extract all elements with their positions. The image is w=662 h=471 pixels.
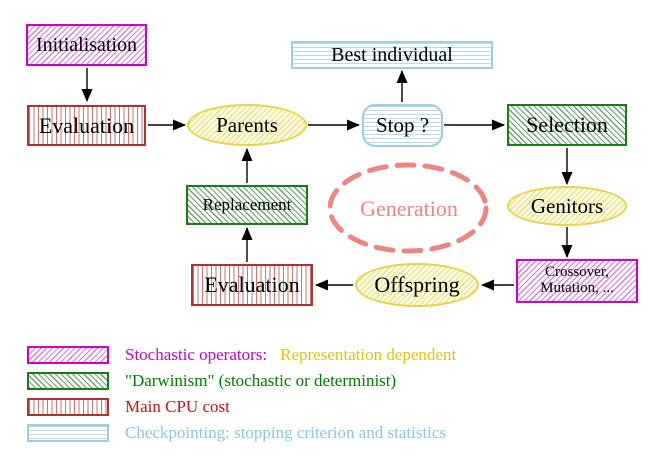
generation-label: Generation: [360, 196, 458, 221]
node-crossover-mutation: Crossover, Mutation, ...: [516, 259, 638, 303]
node-evaluation-top: Evaluation: [27, 105, 146, 146]
legend-label-representation: Representation dependent: [280, 345, 457, 364]
legend-label-darwinism: "Darwinism" (stochastic or determinist): [125, 371, 397, 390]
legend-row-checkpointing: Checkpointing: stopping criterion and st…: [27, 423, 447, 442]
legend-row-darwinism: "Darwinism" (stochastic or determinist): [27, 371, 397, 390]
crossover-mutation-label: Crossover, Mutation, ...: [540, 264, 614, 297]
legend-swatch-green-hatch: [27, 372, 109, 390]
node-best-individual: Best individual: [291, 41, 493, 69]
node-replacement: Replacement: [186, 185, 308, 225]
legend-swatch-cyan-stripes: [27, 424, 109, 442]
flow-arrows: [81, 68, 573, 291]
node-offspring: Offspring: [355, 263, 479, 307]
legend-swatch-red-stripes: [27, 398, 109, 416]
legend-row-stochastic: Stochastic operators: Representation dep…: [27, 345, 457, 364]
node-stop: Stop ?: [362, 104, 443, 147]
node-parents: Parents: [187, 104, 307, 146]
legend-swatch-magenta-hatch: [27, 346, 109, 364]
legend-row-cpu: Main CPU cost: [27, 397, 230, 416]
node-initialisation: Initialisation: [26, 24, 147, 66]
legend-label-checkpointing: Checkpointing: stopping criterion and st…: [125, 423, 447, 442]
legend-label-cpu: Main CPU cost: [125, 397, 230, 416]
node-genitors: Genitors: [507, 186, 627, 226]
crossover-line: Crossover,: [545, 264, 609, 281]
generation-dashed-ellipse: [327, 162, 489, 254]
mutation-line: Mutation, ...: [540, 280, 614, 296]
node-evaluation-bottom: Evaluation: [191, 264, 313, 306]
node-selection: Selection: [507, 104, 627, 146]
legend-label-stochastic: Stochastic operators:: [125, 345, 268, 364]
